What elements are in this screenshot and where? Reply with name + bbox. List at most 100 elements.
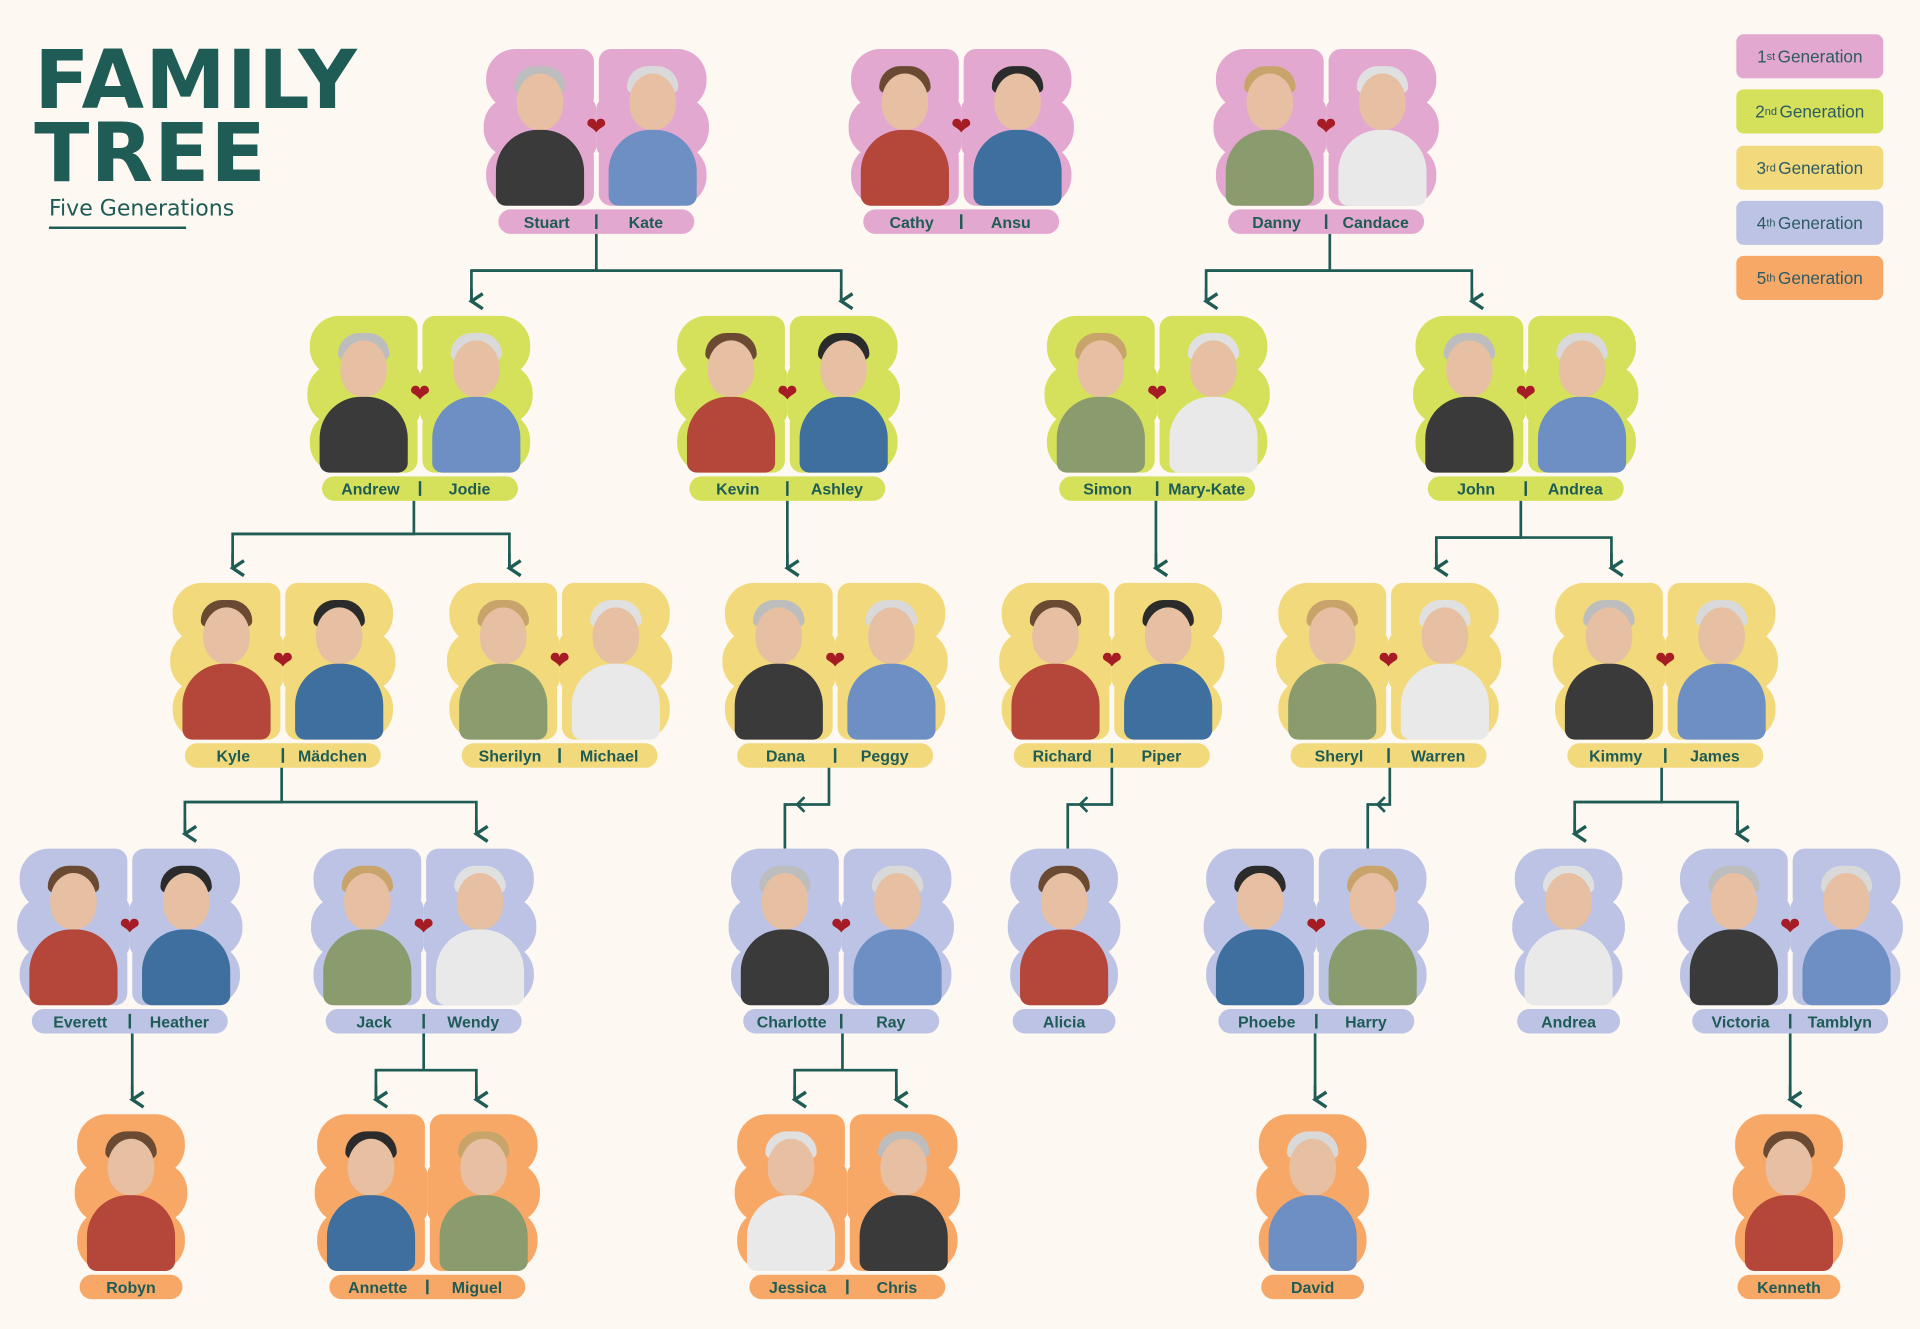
photo-group: ❤ <box>1044 315 1270 473</box>
photo-group: ❤ <box>307 315 533 473</box>
person-silhouette <box>1328 861 1417 1006</box>
photo-group: ❤ <box>722 582 948 740</box>
legend-num: 2 <box>1755 101 1765 122</box>
person-silhouette <box>323 861 412 1006</box>
photo-group: ❤ <box>1213 48 1439 206</box>
person-silhouette <box>1677 595 1766 740</box>
person-silhouette <box>1564 595 1654 740</box>
person-name: Mädchen <box>297 746 367 765</box>
legend-sup: st <box>1766 50 1776 63</box>
person-name: Kimmy <box>1589 746 1643 765</box>
legend-num: 5 <box>1756 268 1767 288</box>
person-silhouette <box>571 595 661 740</box>
page-title: FAMILY TREE <box>34 40 358 194</box>
portrait-photo <box>74 1114 188 1272</box>
portrait-photo <box>129 848 243 1006</box>
portrait-photo <box>1732 1114 1846 1272</box>
portrait-photo <box>1790 848 1903 1006</box>
person-name: Everett <box>53 1012 108 1031</box>
person-name: Cathy <box>889 212 934 231</box>
name-label: Kimmy James <box>1567 743 1764 768</box>
person-silhouette <box>319 328 408 473</box>
person-name: Andrew <box>341 479 400 498</box>
subtitle-underline <box>48 226 187 229</box>
name-separator <box>128 1013 132 1029</box>
heart-icon: ❤ <box>272 647 294 675</box>
portrait-photo <box>835 582 948 740</box>
family-couple-card: ❤ Andrew Jodie <box>307 315 533 501</box>
name-separator <box>833 748 837 763</box>
photo-group: ❤ <box>1203 848 1429 1006</box>
heart-icon: ❤ <box>824 647 846 675</box>
photo-group <box>734 1114 961 1272</box>
name-separator <box>418 481 422 496</box>
portrait-photo <box>311 848 424 1006</box>
person-silhouette <box>860 61 949 206</box>
person-name: John <box>1457 479 1496 498</box>
person-name: Victoria <box>1711 1012 1770 1031</box>
portrait-photo <box>1552 582 1666 740</box>
person-silhouette <box>295 595 384 740</box>
person-silhouette <box>1524 861 1613 1006</box>
person-silhouette <box>142 861 231 1006</box>
person-name: Jodie <box>448 479 491 498</box>
family-member-card: Kenneth <box>1732 1114 1846 1300</box>
name-label: Everett Heather <box>31 1008 228 1034</box>
photo-group: ❤ <box>1677 848 1903 1006</box>
person-name: Ray <box>876 1012 906 1031</box>
legend-sup: th <box>1766 216 1776 229</box>
portrait-photo <box>1326 48 1439 206</box>
name-separator <box>1324 214 1328 229</box>
person-silhouette <box>1169 328 1258 473</box>
person-silhouette <box>799 328 888 473</box>
person-name: Jessica <box>768 1277 827 1297</box>
photo-group: ❤ <box>1552 582 1778 740</box>
person-silhouette <box>459 595 548 740</box>
family-member-card: Alicia <box>1007 848 1121 1034</box>
photo-group: ❤ <box>311 848 537 1006</box>
person-silhouette <box>740 861 829 1006</box>
name-separator <box>281 748 285 763</box>
person-name: Kyle <box>216 746 251 765</box>
portrait-photo <box>1007 848 1121 1006</box>
heart-icon: ❤ <box>1779 913 1801 941</box>
person-silhouette <box>1425 328 1514 473</box>
name-separator <box>422 1013 425 1029</box>
person-name: Michael <box>579 746 639 765</box>
person-silhouette <box>1268 1127 1357 1272</box>
name-label: Robyn <box>79 1274 183 1300</box>
portrait-photo <box>1388 582 1502 740</box>
person-silhouette <box>686 328 776 473</box>
person-silhouette <box>86 1127 176 1272</box>
person-silhouette <box>439 1127 528 1272</box>
portrait-photo <box>170 582 283 740</box>
person-name: Heather <box>149 1012 210 1031</box>
person-name: Wendy <box>447 1012 500 1031</box>
photo-group <box>314 1114 541 1272</box>
photo-group: ❤ <box>999 582 1225 740</box>
photo-group: ❤ <box>848 48 1074 206</box>
heart-icon: ❤ <box>586 113 607 141</box>
portrait-photo <box>728 848 842 1006</box>
legend-sup: rd <box>1766 161 1776 174</box>
person-name: Mary-Kate <box>1168 479 1246 498</box>
person-silhouette <box>432 328 521 473</box>
person-name: James <box>1690 746 1740 765</box>
person-name: Sherilyn <box>478 746 542 765</box>
person-name: Phoebe <box>1237 1012 1296 1031</box>
person-silhouette <box>746 1127 836 1272</box>
person-name: Danny <box>1252 212 1301 231</box>
name-separator <box>595 214 598 229</box>
